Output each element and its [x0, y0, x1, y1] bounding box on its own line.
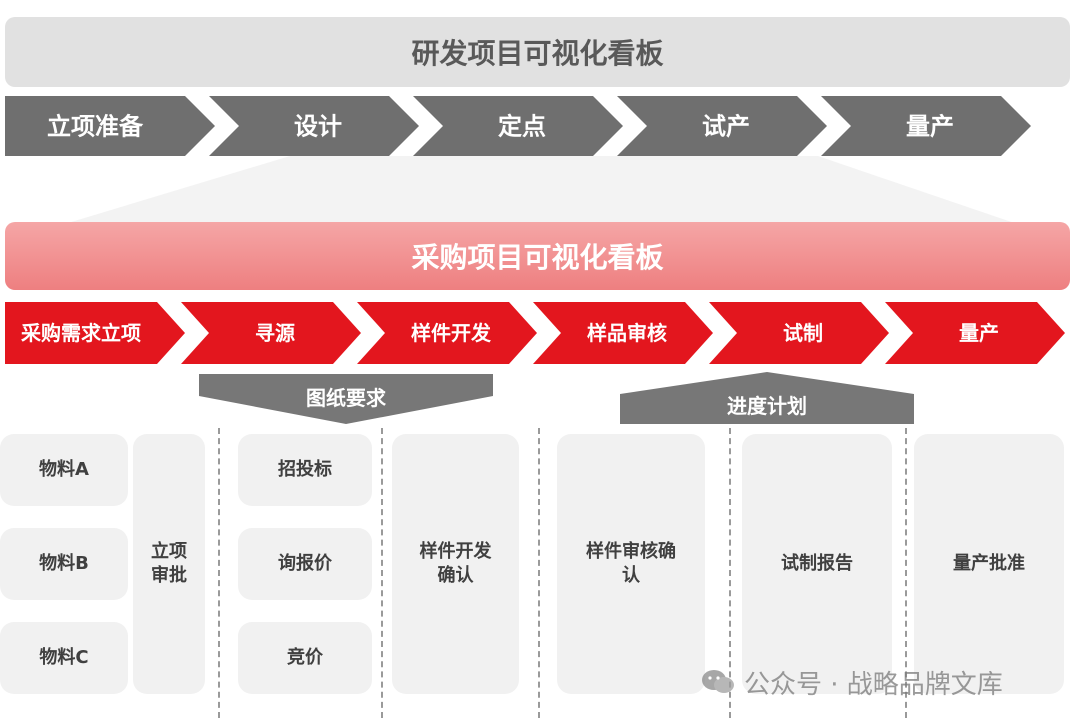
rd-board-title: 研发项目可视化看板 [5, 17, 1070, 87]
drawing-requirements-label: 图纸要求 [306, 386, 386, 410]
material-c-card: 物料C [0, 622, 128, 694]
inquiry-card: 询报价 [238, 528, 372, 600]
column-divider [538, 428, 540, 718]
purchase-stage-chevrons: 采购需求立项 寻源 样件开发 样品审核 试制 量产 [5, 302, 1065, 364]
rd-stage-chevron [413, 96, 623, 156]
purchase-stage-chevron [181, 302, 361, 364]
rd-stage-label: 立项准备 [47, 113, 144, 141]
purchase-stage-chevron [885, 302, 1065, 364]
material-a-card: 物料A [0, 434, 128, 506]
purchase-stage-chevron [533, 302, 713, 364]
purchase-stage-label: 寻源 [255, 321, 295, 345]
project-approval-card: 立项 审批 [133, 434, 205, 694]
purchase-stage-label: 试制 [783, 321, 823, 345]
column-divider [381, 428, 383, 718]
rd-stage-label: 试产 [702, 113, 750, 141]
purchase-stage-chevron [357, 302, 537, 364]
rd-stage-chevron [821, 96, 1031, 156]
rd-stage-label: 量产 [906, 113, 954, 141]
rd-stage-label: 定点 [498, 113, 546, 141]
bidding-card: 招投标 [238, 434, 372, 506]
trial-production-report-card: 试制报告 [742, 434, 892, 694]
purchase-stage-label: 量产 [959, 321, 999, 345]
purchase-board-title: 采购项目可视化看板 [5, 222, 1070, 290]
purchase-stage-label: 采购需求立项 [21, 321, 141, 345]
purchase-stage-chevron [709, 302, 889, 364]
purchase-stage-chevron [5, 302, 185, 364]
drawing-requirements-callout [199, 374, 493, 424]
column-divider [905, 428, 907, 718]
schedule-plan-label: 进度计划 [727, 394, 807, 418]
mass-production-approval-card: 量产批准 [914, 434, 1064, 694]
rd-stage-chevron [617, 96, 827, 156]
material-b-card: 物料B [0, 528, 128, 600]
rd-stage-label: 设计 [294, 113, 342, 141]
sample-review-confirm-card: 样件审核确 认 [557, 434, 705, 694]
column-divider [729, 428, 731, 718]
column-divider [218, 428, 220, 718]
rd-stage-chevron [5, 96, 215, 156]
wechat-icon [702, 670, 734, 693]
rd-stage-chevron [209, 96, 419, 156]
schedule-plan-callout [620, 372, 914, 424]
purchase-stage-label: 样品审核 [587, 321, 667, 345]
sample-development-confirm-card: 样件开发 确认 [392, 434, 519, 694]
watermark: 公众号 · 战略品牌文库 [700, 662, 1070, 702]
purchase-stage-label: 样件开发 [411, 321, 492, 345]
auction-card: 竞价 [238, 622, 372, 694]
rd-stage-chevrons: 立项准备 设计 定点 试产 量产 [5, 96, 1031, 156]
watermark-text: 公众号 · 战略品牌文库 [744, 669, 1003, 700]
